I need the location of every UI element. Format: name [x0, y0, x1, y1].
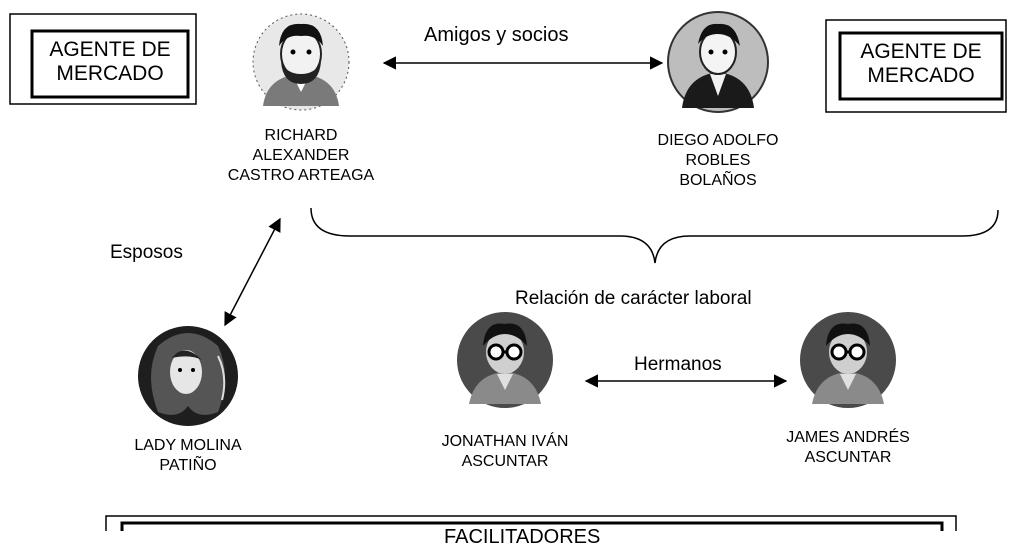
person-name-jonathan: JONATHAN IVÁN ASCUNTAR — [420, 432, 590, 472]
relation-label-siblings: Hermanos — [634, 354, 722, 375]
spouses-arrow — [224, 217, 281, 327]
person-name-richard: RICHARD ALEXANDER CASTRO ARTEAGA — [211, 126, 391, 186]
relation-label-spouses: Esposos — [110, 242, 183, 263]
person-name-diego: DIEGO ADOLFO ROBLES BOLAÑOS — [628, 131, 808, 191]
man-suit-icon — [667, 11, 769, 113]
woman-icon — [138, 326, 238, 426]
facilitators-label: FACILITADORES — [440, 526, 605, 548]
facilitators-box — [105, 515, 957, 531]
man-glasses-icon — [800, 312, 896, 408]
agent-label-right-line1: AGENTE DE — [860, 40, 982, 63]
agent-box-right — [825, 19, 1007, 113]
relation-label-friends: Amigos y socios — [424, 24, 569, 46]
name-line: JONATHAN IVÁN — [441, 433, 569, 450]
agent-label-left-line2: MERCADO — [56, 62, 164, 85]
man-beard-icon — [252, 13, 350, 111]
agent-label-left-line1: AGENTE DE — [49, 38, 171, 61]
man-glasses-icon — [457, 312, 553, 408]
agent-label-right: AGENTE DE MERCADO — [840, 40, 1002, 88]
name-line: ASCUNTAR — [461, 453, 549, 470]
agent-label-right-line2: MERCADO — [867, 64, 975, 87]
agent-box-left — [9, 13, 197, 105]
name-line: JAMES ANDRÉS — [786, 429, 910, 446]
name-line: ASCUNTAR — [804, 449, 892, 466]
agent-label-left: AGENTE DE MERCADO — [32, 38, 188, 86]
relationship-diagram — [9, 11, 1007, 531]
relation-label-work: Relación de carácter laboral — [515, 288, 752, 309]
work-brace — [310, 207, 999, 264]
name-line: LADY MOLINA — [134, 437, 242, 454]
name-line: BOLAÑOS — [679, 172, 757, 189]
name-line: PATIÑO — [159, 457, 217, 474]
name-line: DIEGO ADOLFO — [657, 132, 779, 149]
person-name-james: JAMES ANDRÉS ASCUNTAR — [763, 428, 933, 468]
name-line: ROBLES — [685, 152, 751, 169]
name-line: ALEXANDER — [252, 147, 350, 164]
person-name-lady: LADY MOLINA PATIÑO — [108, 436, 268, 476]
name-line: RICHARD — [264, 127, 338, 144]
name-line: CASTRO ARTEAGA — [227, 167, 375, 184]
